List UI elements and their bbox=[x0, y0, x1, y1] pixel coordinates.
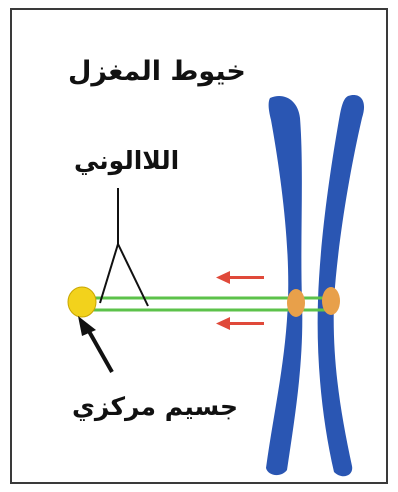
centrosome bbox=[68, 287, 96, 317]
centromere-left bbox=[287, 289, 305, 317]
aster-pointer-lines bbox=[100, 188, 148, 306]
centromere-right bbox=[322, 287, 340, 315]
red-arrow-lower bbox=[216, 317, 264, 330]
aster-label: اللاالوني bbox=[74, 146, 179, 175]
spindle-fibers-label: خيوط المغزل bbox=[68, 56, 246, 87]
chromatid-right bbox=[318, 95, 364, 476]
chromatid-left bbox=[266, 96, 302, 475]
red-arrow-upper bbox=[216, 271, 264, 284]
centrosome-label: جسيم مركزي bbox=[72, 392, 238, 421]
centrosome-pointer-arrow bbox=[78, 316, 112, 372]
